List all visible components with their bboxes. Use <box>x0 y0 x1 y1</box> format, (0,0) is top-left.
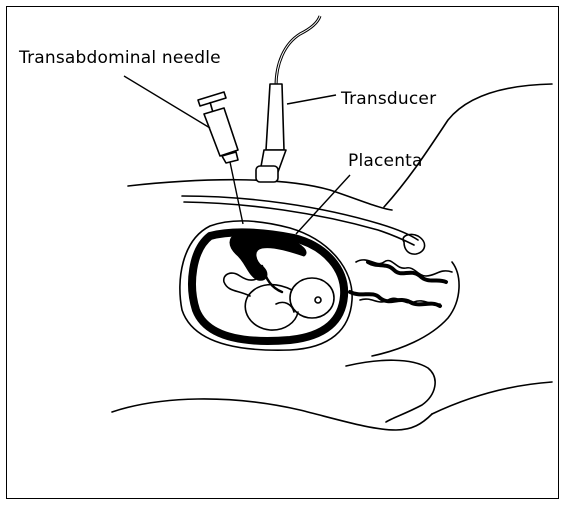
transducer-body <box>265 83 285 151</box>
transducer <box>255 15 322 183</box>
skin-right <box>431 381 553 415</box>
placenta-lining <box>188 228 349 345</box>
transducer-tip <box>255 165 279 183</box>
fetus-leg <box>222 272 259 297</box>
transducer-cable <box>274 15 322 87</box>
lower-body-contour <box>345 359 436 423</box>
placenta-mass <box>229 232 307 281</box>
needle-leader <box>123 75 211 129</box>
syringe <box>197 91 244 225</box>
bladder <box>402 233 426 255</box>
placenta-label: Placenta <box>348 151 423 171</box>
abdominal-wall-inner-1 <box>181 195 419 241</box>
cervical-canal-lower <box>348 290 442 308</box>
syringe-barrel <box>203 107 239 157</box>
syringe-hub <box>221 151 239 164</box>
fetus-head <box>289 277 335 319</box>
fetus-umbilical-cord <box>260 264 284 294</box>
transducer-leader <box>286 94 337 105</box>
placenta-leader <box>295 174 351 235</box>
fetus-body <box>244 283 299 331</box>
thigh-contour <box>111 398 433 431</box>
transducer-label: Transducer <box>341 89 437 109</box>
syringe-plunger-cap <box>197 91 227 107</box>
cervical-canal <box>366 260 448 284</box>
abdominal-wall-outer <box>127 178 393 211</box>
transducer-cable-inner <box>275 15 321 87</box>
needle <box>229 161 244 225</box>
uterus-outer-wall <box>179 220 353 352</box>
fetus-ear <box>314 296 322 304</box>
pelvic-contour <box>371 261 460 357</box>
fetus-arm <box>275 301 295 313</box>
needle-label: Transabdominal needle <box>19 48 221 68</box>
back-contour <box>383 83 553 208</box>
fetus <box>222 264 335 331</box>
